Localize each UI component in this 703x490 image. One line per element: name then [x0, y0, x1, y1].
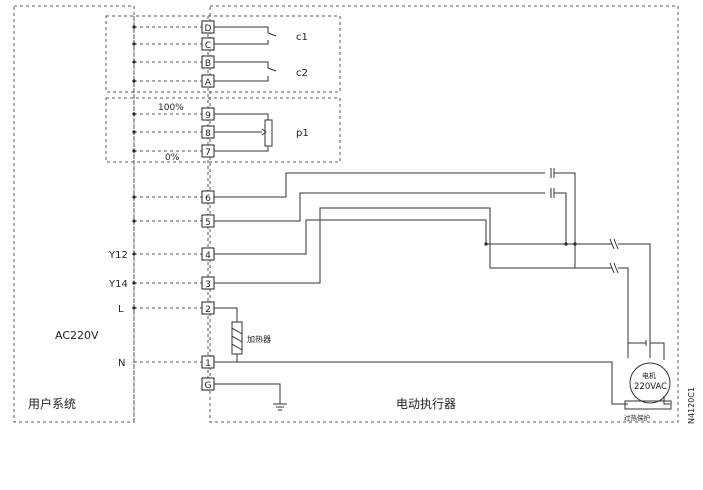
terminal-D: D	[201, 20, 215, 34]
terminal-label: 2	[205, 305, 211, 315]
terminal-3: 3	[201, 276, 215, 290]
terminal-A: A	[201, 74, 215, 88]
heater: 加热器	[214, 307, 271, 362]
y12-label: Y12	[108, 250, 128, 261]
potentiometer-box	[105, 97, 341, 163]
limit-switch-c1: c1	[214, 26, 308, 45]
junction-dots	[132, 25, 136, 310]
terminal-6: 6	[201, 190, 215, 204]
actuator-label: 电动执行器	[396, 397, 456, 411]
limit-switch-box	[105, 15, 341, 93]
potentiometer-p1: p1 100% 0%	[158, 103, 309, 163]
terminal-label: D	[205, 24, 212, 34]
terminal-label: 6	[205, 194, 211, 204]
control-wiring	[214, 168, 665, 360]
terminal-1: 1	[201, 355, 215, 369]
potentiometer-label: p1	[296, 128, 309, 139]
n-label: N	[118, 358, 125, 369]
switch-label: c2	[296, 68, 308, 79]
terminal-label: C	[205, 41, 211, 51]
terminal-4: 4	[201, 247, 215, 261]
terminal-label: 5	[205, 218, 211, 228]
user-system-frame	[13, 5, 135, 423]
terminal-C: C	[201, 37, 215, 51]
motor-name: 电机	[642, 371, 656, 380]
terminal-label: 7	[205, 148, 211, 158]
pot-0-label: 0%	[165, 153, 180, 163]
terminal-label: B	[205, 59, 211, 69]
neutral-wire	[214, 361, 628, 405]
terminal-5: 5	[201, 214, 215, 228]
terminal-8: 8	[201, 125, 215, 139]
terminal-9: 9	[201, 107, 215, 121]
ground-symbol	[214, 383, 287, 411]
terminal-B: B	[201, 55, 215, 69]
terminal-label: 8	[205, 129, 211, 139]
pot-100-label: 100%	[158, 103, 184, 113]
actuator-frame	[209, 5, 679, 423]
terminal-label: 3	[205, 280, 211, 290]
user-system-label: 用户系统	[28, 396, 76, 411]
motor-rating: 220VAC	[634, 382, 667, 392]
switch-label: c1	[296, 32, 308, 43]
l-label: L	[118, 304, 124, 315]
terminal-label: 4	[205, 251, 211, 261]
motor: 电机 220VAC	[629, 362, 671, 405]
terminal-2: 2	[201, 301, 215, 315]
limit-switch-c2: c2	[214, 61, 308, 82]
terminal-G: G	[201, 377, 215, 391]
terminal-7: 7	[201, 144, 215, 158]
y14-label: Y14	[108, 279, 128, 290]
heater-label: 加热器	[247, 334, 271, 344]
dashed-connections	[134, 26, 202, 363]
terminal-label: 9	[205, 111, 211, 121]
supply-label: AC220V	[55, 329, 99, 342]
terminal-label: 1	[205, 359, 211, 369]
terminal-label: A	[205, 78, 212, 88]
terminal-label: G	[205, 381, 212, 391]
thermal-label: 过热保护	[624, 413, 650, 422]
part-code: N4120C1	[687, 387, 696, 424]
thermal-protector: 过热保护	[624, 400, 672, 422]
